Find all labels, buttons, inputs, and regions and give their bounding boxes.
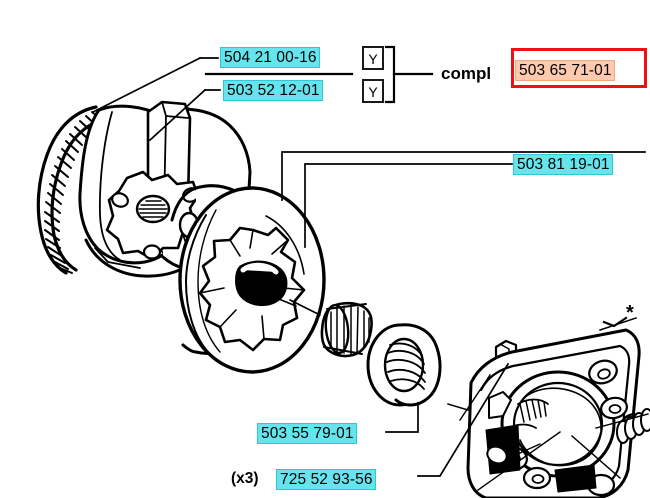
- leader-bolt-tick: [459, 374, 491, 421]
- part-number-screw: 725 52 93-56: [277, 470, 375, 489]
- leader-shoe-diagonal: [148, 88, 207, 142]
- needle-roller-bearing: [320, 301, 373, 358]
- part-label-needle-bearing-washer[interactable]: 503 55 79-01: [258, 424, 356, 443]
- leader-housing-diag: [477, 431, 561, 491]
- selection-highlight-box: [511, 48, 647, 88]
- y-marker-box-2[interactable]: Y: [362, 79, 384, 103]
- part-label-screw[interactable]: 725 52 93-56: [277, 470, 375, 489]
- leader-housing-left: [447, 403, 469, 411]
- part-label-clutch-shoe[interactable]: 503 52 12-01: [224, 81, 322, 100]
- part-number-clutch-shoe: 503 52 12-01: [224, 81, 322, 100]
- clutch-drum-sprocket: [178, 186, 326, 374]
- part-label-clutch-spring[interactable]: 504 21 00-16: [221, 48, 319, 67]
- part-number-needle-bearing-washer: 503 55 79-01: [258, 424, 356, 443]
- screw-quantity-label: (x3): [231, 470, 259, 487]
- part-label-assembly-complete[interactable]: 503 65 71-01: [516, 61, 614, 80]
- leader-washer: [385, 402, 419, 433]
- clutch-spring-coil: [36, 105, 111, 275]
- crankcase-housing: [466, 328, 641, 498]
- y-marker-box-1[interactable]: Y: [362, 46, 384, 70]
- leader-housing-lower: [571, 435, 621, 479]
- leader-spring-diagonal: [91, 56, 202, 114]
- leader-bolt: [417, 362, 510, 477]
- leader-housing: [599, 317, 637, 331]
- part-label-clutch-drum-sprocket[interactable]: 503 81 19-01: [514, 155, 612, 174]
- y-marker-label-1: Y: [368, 51, 378, 67]
- footnote-asterisk-marker: *: [626, 302, 634, 324]
- part-number-clutch-spring: 504 21 00-16: [221, 48, 319, 67]
- y-marker-label-2: Y: [368, 84, 378, 100]
- part-number-clutch-drum-sprocket: 503 81 19-01: [514, 155, 612, 174]
- assembly-complete-text: compl: [441, 64, 492, 83]
- y-bracket: [384, 45, 396, 104]
- leader-drum-upper: [281, 151, 646, 201]
- clutch-hub-spider: [105, 170, 200, 261]
- leader-lines: [91, 45, 649, 491]
- flanged-washer: [366, 323, 442, 407]
- part-number-assembly-complete: 503 65 71-01: [516, 61, 614, 80]
- leader-spring-right: [595, 413, 649, 429]
- leader-drum: [304, 163, 513, 248]
